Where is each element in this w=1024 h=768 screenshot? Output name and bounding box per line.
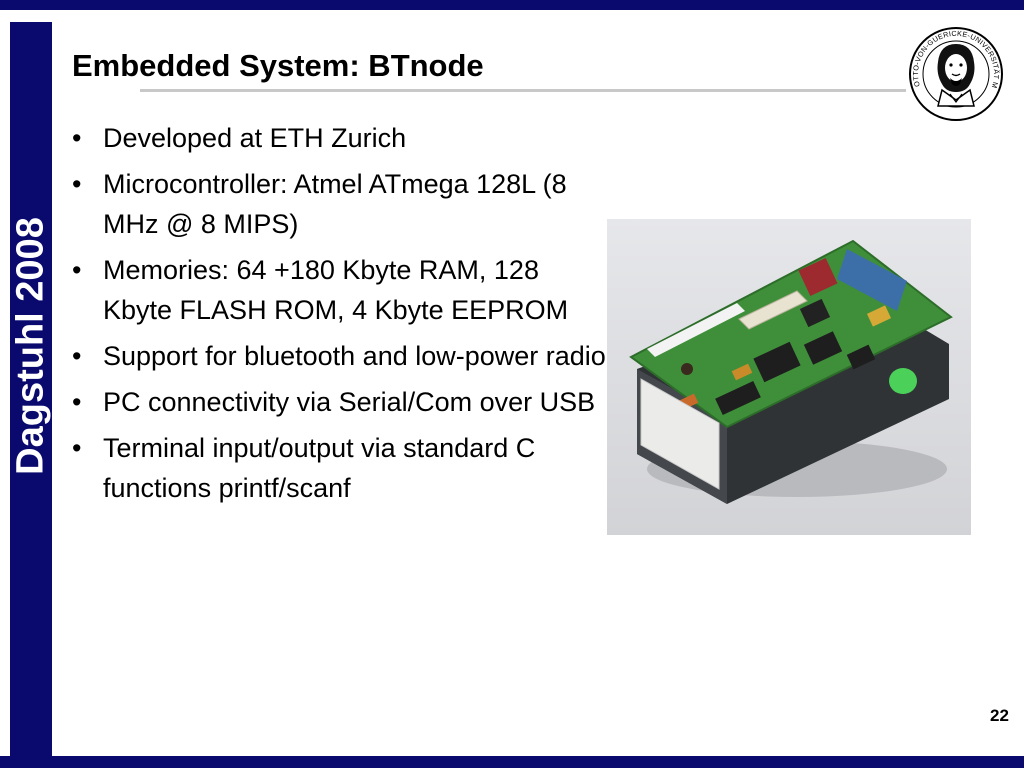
bullet-text: Terminal input/output via standard C fun… [103,433,536,503]
bullet-list: • Developed at ETH Zurich • Microcontrolle… [72,118,612,514]
university-seal-logo: OTTO-VON-GUERICKE-UNIVERSITÄT MAGDEBURG [906,22,1003,121]
bullet-item: • Memories: 64 +180 Kbyte RAM, 128 Kbyte … [72,250,612,330]
bullet-icon: • [72,341,82,371]
bullet-text: PC connectivity via Serial/Com over USB [103,387,596,417]
bullet-icon: • [72,433,82,463]
bullet-text: Memories: 64 +180 Kbyte RAM, 128 Kbyte F… [103,255,569,325]
page-number: 22 [990,706,1009,725]
bullet-item: • Microcontroller: Atmel ATmega 128L (8 M… [72,164,612,244]
bullet-item: • Developed at ETH Zurich [72,118,612,158]
sidebar-label: Dagstuhl 2008 [9,217,52,475]
sidebar-band [10,22,52,756]
bullet-item: • Terminal input/output via standard C fu… [72,428,612,508]
bullet-item: • PC connectivity via Serial/Com over USB [72,382,612,422]
bullet-icon: • [72,255,82,285]
bullet-icon: • [72,387,82,417]
bullet-text: Support for bluetooth and low-power radi… [103,341,606,371]
bottom-border [0,756,1024,768]
top-border [0,0,1024,10]
btnode-photo [607,219,971,535]
bullet-text: Developed at ETH Zurich [103,123,407,153]
slide-title: Embedded System: BTnode [72,48,484,83]
bullet-item: • Support for bluetooth and low-power rad… [72,336,612,376]
bullet-icon: • [72,169,82,199]
bullet-icon: • [72,123,82,153]
bullet-text: Microcontroller: Atmel ATmega 128L (8 MH… [103,169,567,239]
title-underline [140,89,906,92]
